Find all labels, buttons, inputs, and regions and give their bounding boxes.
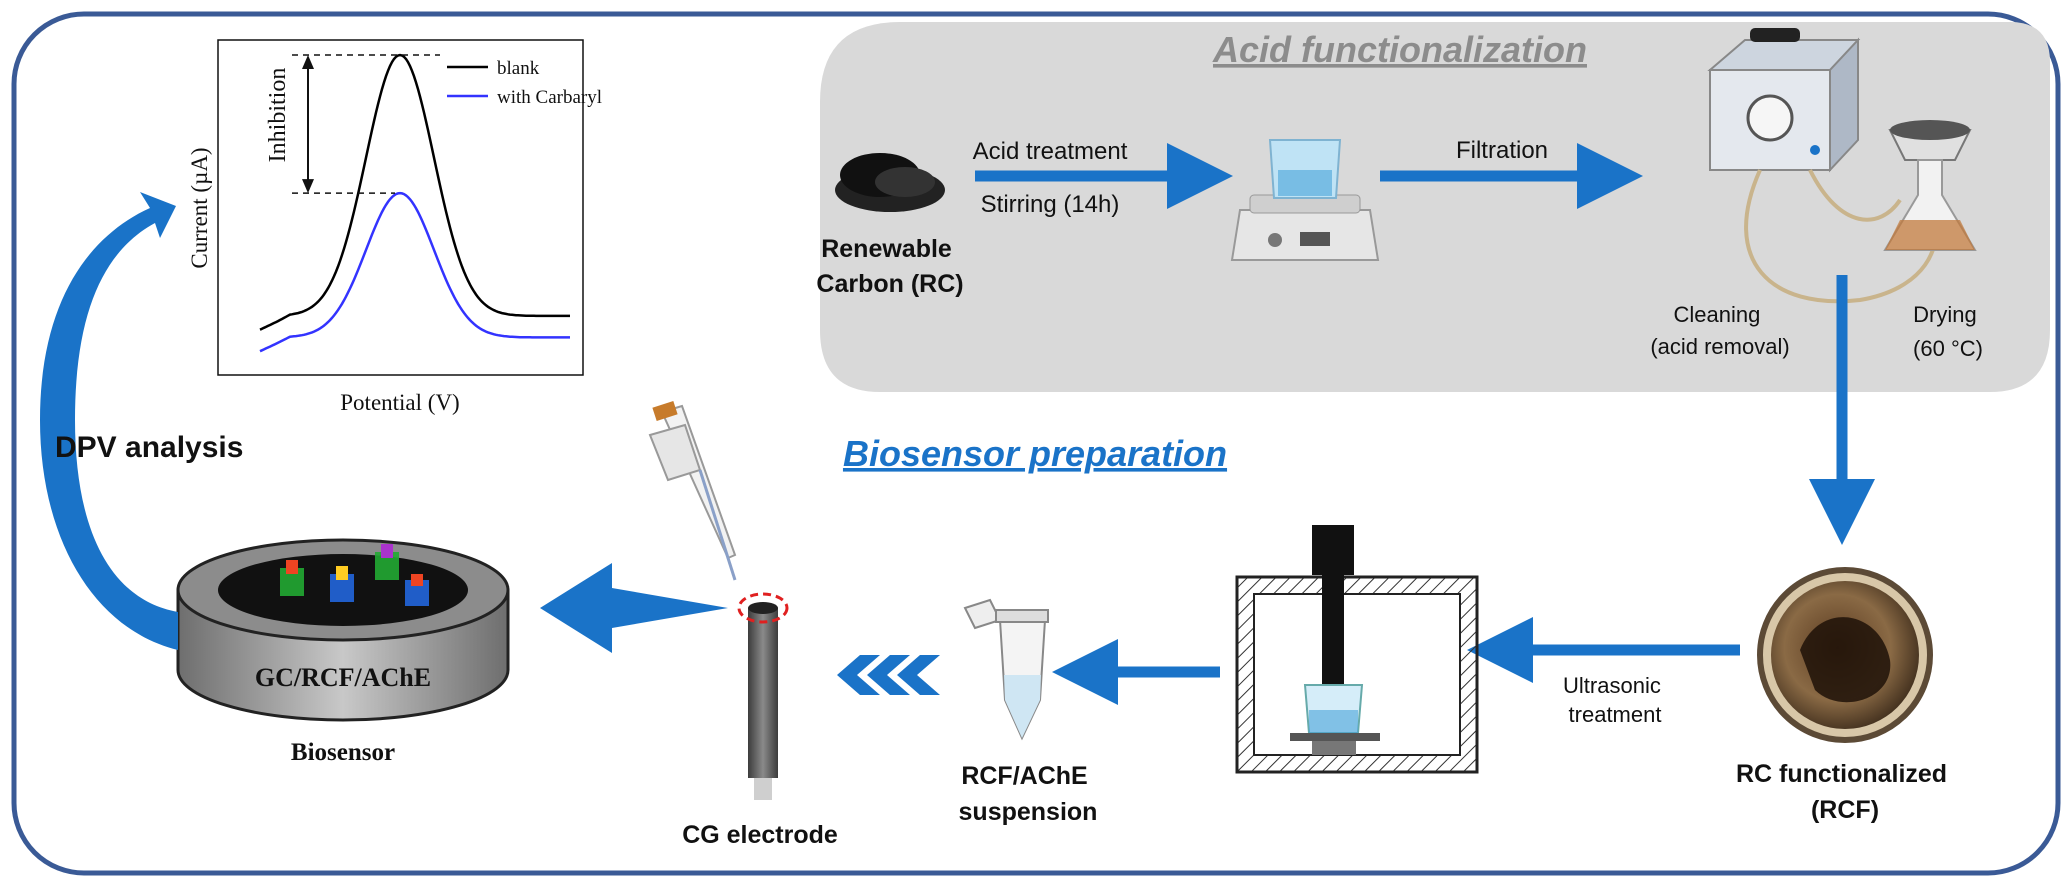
to-biosensor-arrow	[540, 563, 728, 653]
dpv-label: DPV analysis	[55, 431, 243, 464]
legend-label-carbaryl: with Carbaryl	[497, 87, 602, 108]
biosensor-label: Biosensor	[291, 739, 395, 766]
drying-label: Drying (60 °C)	[1913, 302, 1983, 361]
carbon-powder-icon	[835, 153, 945, 212]
dpv-chart: Inhibition blank with Carbaryl Current (…	[187, 39, 602, 415]
biosensor-disk-icon	[176, 538, 510, 722]
chart-legend: blank with Carbaryl	[447, 58, 602, 108]
legend-label-blank: blank	[497, 58, 540, 79]
rcf-petri-dish-icon	[1757, 567, 1933, 743]
cg-electrode-icon	[737, 592, 789, 800]
biosensor-section-title: Biosensor preparation	[843, 433, 1227, 474]
rcf-label: RC functionalized (RCF)	[1736, 760, 1954, 824]
inhibition-arrowhead-bottom	[302, 179, 314, 194]
dpv-curved-arrow	[40, 192, 178, 650]
chart-x-label: Potential (V)	[340, 390, 459, 415]
outer-frame	[11, 11, 2061, 876]
cleaning-label: Cleaning (acid removal)	[1650, 302, 1789, 359]
vacuum-pump-icon	[1707, 28, 1939, 304]
chart-y-label: Current (µA)	[187, 147, 212, 268]
inhibition-annotation: Inhibition	[265, 68, 291, 163]
acid-treatment-label: Acid treatment	[973, 138, 1128, 165]
disk-label: GC/RCF/AChE	[255, 663, 431, 692]
enzyme-icon	[280, 544, 429, 606]
suspension-label: RCF/AChE suspension	[959, 762, 1098, 826]
magnetic-stirrer-icon	[1230, 139, 1380, 261]
series-line-blank	[259, 53, 570, 331]
electrode-label: CG electrode	[682, 821, 838, 849]
filtration-label: Filtration	[1456, 137, 1548, 164]
filter-flask-icon	[1883, 120, 1977, 251]
stirring-label: Stirring (14h)	[981, 191, 1120, 218]
acid-section-title: Acid functionalization	[1212, 29, 1587, 70]
pipette-icon	[648, 400, 737, 581]
ultrasonic-device-icon	[1235, 525, 1479, 774]
chart-frame	[217, 39, 584, 376]
ultrasonic-label: Ultrasonic treatment	[1563, 673, 1667, 727]
chevrons-icon	[837, 655, 940, 695]
renewable-carbon-label: Renewable Carbon (RC)	[816, 235, 963, 298]
inhibition-arrowhead-top	[302, 55, 314, 69]
series-line-with-carbaryl	[259, 191, 570, 353]
microtube-icon	[963, 598, 1049, 741]
